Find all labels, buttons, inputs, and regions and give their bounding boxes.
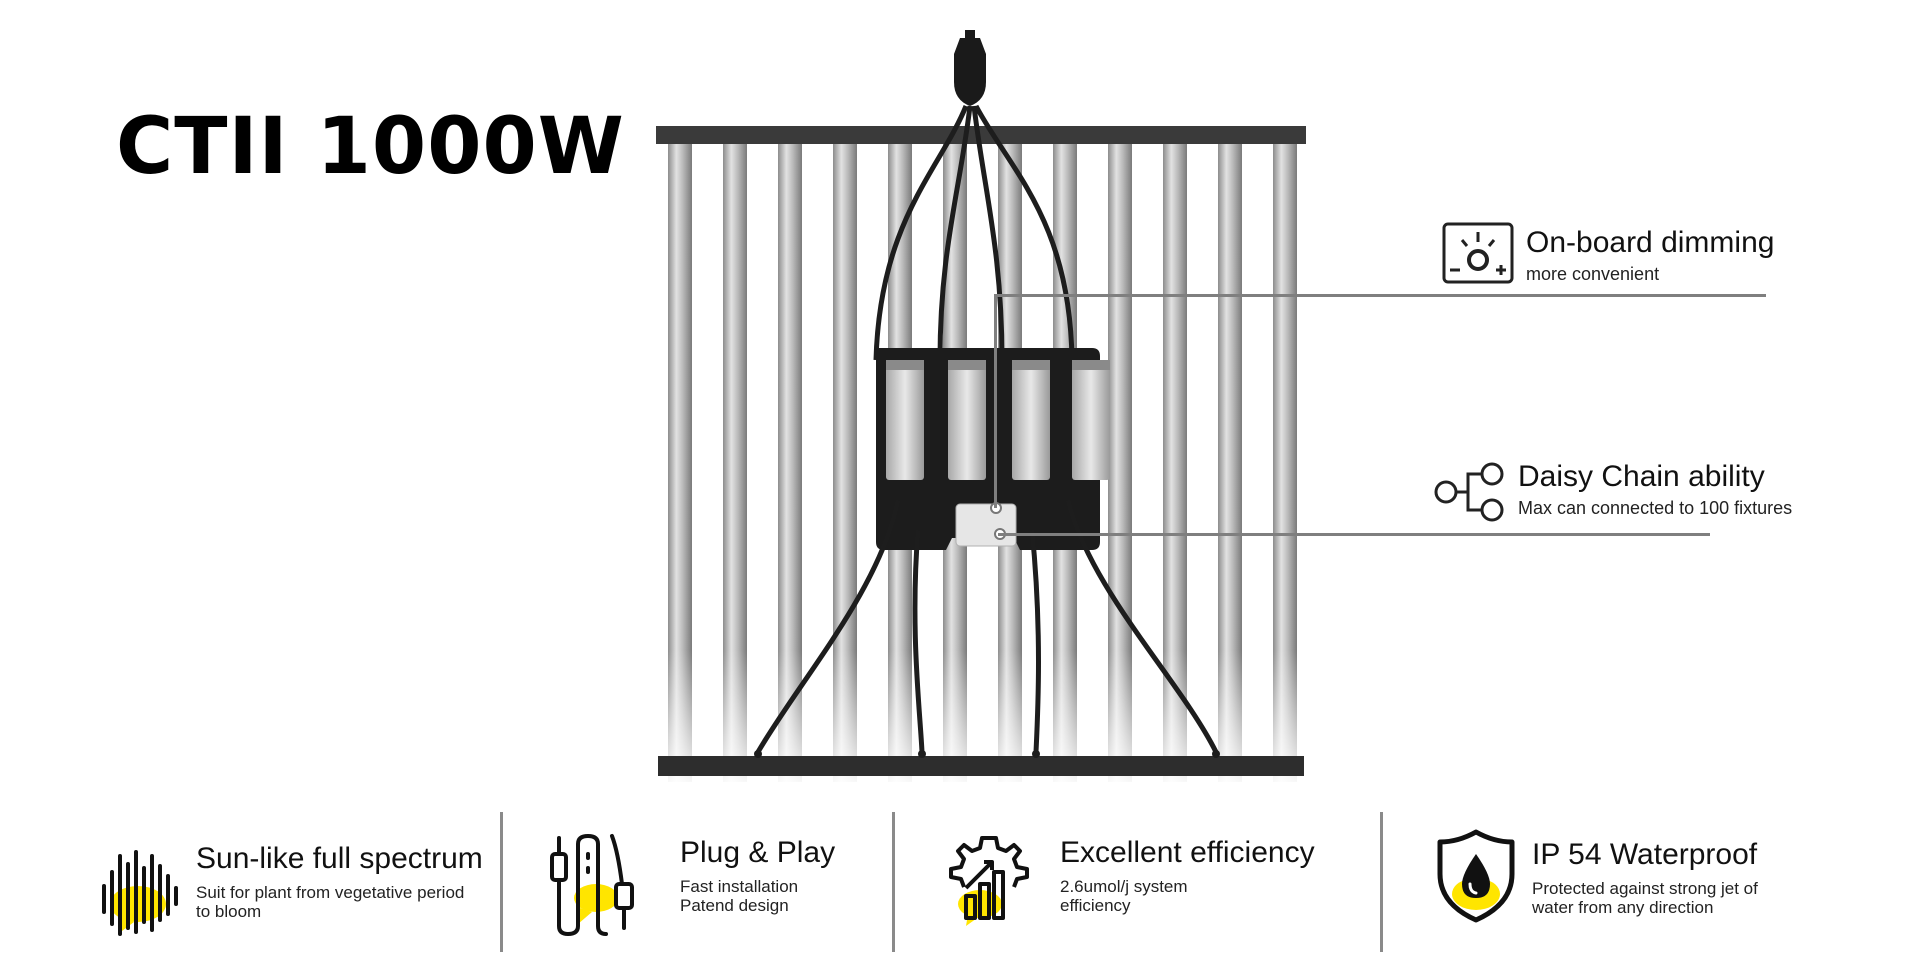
divider-2 <box>892 812 895 952</box>
feature-waterproof-title: IP 54 Waterproof <box>1532 838 1758 871</box>
feature-efficiency-subtitle: 2.6umol/j system efficiency <box>1060 877 1188 915</box>
callout-dimming-subtitle: more convenient <box>1526 264 1660 284</box>
callout-line-dimming <box>994 294 1766 297</box>
feature-waterproof-subtitle: Protected against strong jet of water fr… <box>1532 879 1758 917</box>
callout-line-dimming-vertical <box>994 294 997 508</box>
feature-plug-subtitle: Fast installation Patend design <box>680 877 799 915</box>
drivers <box>886 360 1110 480</box>
callout-line-daisy <box>998 533 1710 536</box>
page-title: CTII 1000W <box>116 102 625 192</box>
daisy-chain-icon <box>1434 462 1504 522</box>
top-cables <box>873 104 1075 361</box>
divider-1 <box>500 812 503 952</box>
feature-plug: Plug & Play Fast installation Patend des… <box>550 822 890 942</box>
waterproof-shield-icon <box>1437 829 1515 923</box>
dimmer-icon <box>1442 222 1514 284</box>
plug-icon <box>550 834 634 936</box>
callout-dimming-title: On-board dimming <box>1526 226 1775 259</box>
feature-spectrum-subtitle: Suit for plant from vegetative period to… <box>196 883 465 921</box>
feature-efficiency: Excellent efficiency 2.6umol/j system ef… <box>944 822 1384 942</box>
feature-efficiency-title: Excellent efficiency <box>1060 836 1315 869</box>
feature-spectrum: Sun-like full spectrum Suit for plant fr… <box>100 822 500 942</box>
bottom-frame <box>658 756 1304 776</box>
spectrum-icon <box>102 850 178 936</box>
control-box <box>955 503 1017 547</box>
power-plug <box>954 38 986 106</box>
callout-daisy-title: Daisy Chain ability <box>1518 460 1765 493</box>
feature-spectrum-title: Sun-like full spectrum <box>196 842 483 875</box>
product-image <box>640 30 1320 790</box>
feature-waterproof: IP 54 Waterproof Protected against stron… <box>1436 822 1866 942</box>
efficiency-gear-icon <box>949 836 1029 926</box>
callout-daisy-subtitle: Max can connected to 100 fixtures <box>1518 498 1793 518</box>
top-frame <box>656 126 1306 144</box>
feature-plug-title: Plug & Play <box>680 836 836 869</box>
divider-3 <box>1380 812 1383 952</box>
